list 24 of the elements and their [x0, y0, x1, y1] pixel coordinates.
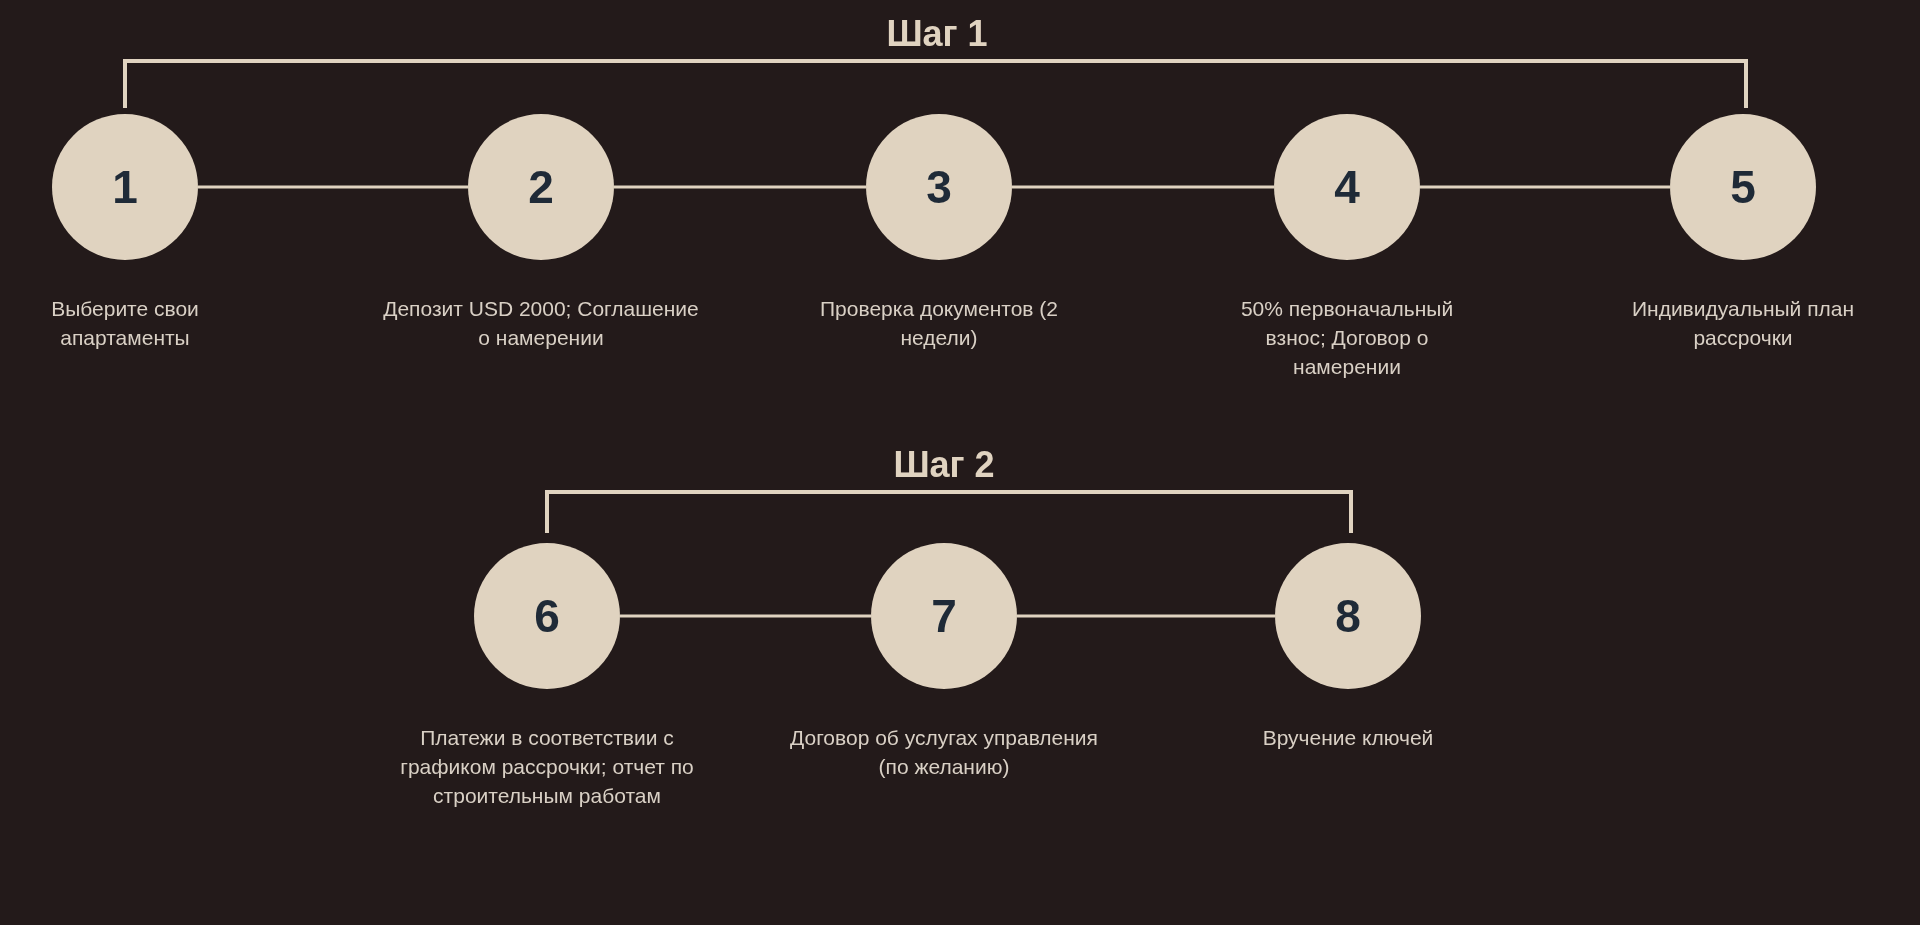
step-number: 3: [926, 160, 952, 214]
step-description: Индивидуальный план рассрочки: [1630, 296, 1856, 351]
step-number: 2: [528, 160, 554, 214]
step-number: 8: [1335, 589, 1361, 643]
step-description: 50% первоначальный взнос; Договор о намерении: [1239, 296, 1455, 380]
step-description: Платежи в соответствии с графиком рассрочки; отчет по строительным работам: [399, 725, 695, 809]
connector-line: [620, 614, 871, 618]
step-description: Выберите свои апартаменты: [50, 296, 200, 351]
step-title: Шаг 1: [886, 13, 988, 55]
step-number: 4: [1334, 160, 1360, 214]
step-description: Депозит USD 2000; Соглашение о намерении: [382, 296, 700, 351]
step-number: 6: [534, 589, 560, 643]
step-description: Вручение ключей: [1261, 725, 1435, 751]
connector-line: [1420, 185, 1670, 189]
step-title: Шаг 2: [893, 444, 995, 486]
connector-line: [614, 185, 866, 189]
connector-line: [1017, 614, 1275, 618]
step-description: Проверка документов (2 недели): [819, 296, 1059, 351]
step-number: 5: [1730, 160, 1756, 214]
step-description: Договор об услугах управления (по желанию): [789, 725, 1099, 780]
connector-line: [198, 185, 468, 189]
connector-line: [1012, 185, 1274, 189]
step-number: 1: [112, 160, 138, 214]
step-number: 7: [931, 589, 957, 643]
